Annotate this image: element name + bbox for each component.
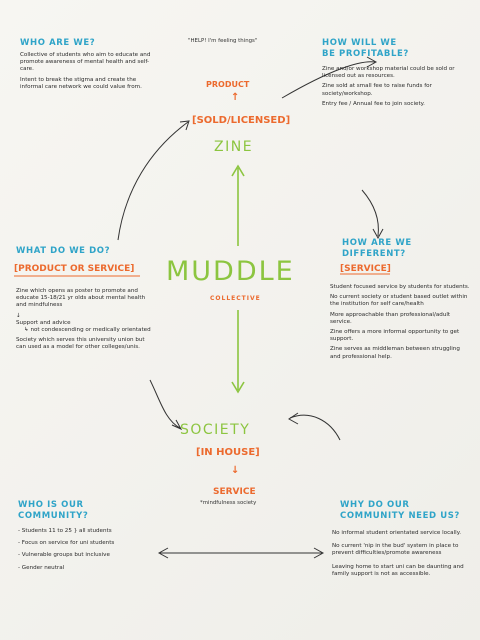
society-title: SOCIETY (180, 422, 251, 438)
what-do-we-do-p2: Support and advice (16, 319, 71, 326)
zine-title: ZINE (214, 139, 254, 155)
what-do-we-do-arrow: ↓ (16, 312, 21, 319)
profitable-heading: HOW WILL WE BE PROFITABLE? (322, 38, 409, 60)
mindfulness-note: *mindfulness society (200, 500, 257, 506)
community-heading: WHO IS OUR COMMUNITY? (18, 500, 88, 522)
what-do-we-do-heading: WHAT DO WE DO? (16, 246, 111, 256)
different-p1: Student focused service by students for … (330, 284, 470, 290)
why-need-heading: WHY DO OUR COMMUNITY NEED US? (340, 500, 460, 522)
service-arrow: ↓ (231, 465, 240, 476)
why-need-p2: No current 'nip in the bud' system in pl… (332, 543, 459, 557)
why-need-text: No informal student orientated service l… (332, 530, 472, 581)
what-do-we-do-p2b: ↳ not condescending or medically orienta… (24, 327, 151, 334)
community-heading-line1: WHO IS OUR (18, 500, 84, 510)
different-heading-line2: DIFFERENT? (342, 249, 406, 259)
profitable-p1: Zine and/or workshop material could be s… (322, 66, 455, 80)
service-tag: [SERVICE] (340, 264, 391, 274)
community-item-3: - Vulnerable groups but inclusive (18, 552, 110, 559)
in-house-tag: [IN HOUSE] (196, 447, 260, 458)
why-need-heading-line1: WHY DO OUR (340, 500, 410, 510)
different-p4: Zine offers a more informal opportunity … (330, 329, 460, 343)
muddle-title: MUDDLE (166, 256, 295, 287)
community-list: - Students 11 to 25 } all students - Foc… (18, 528, 168, 575)
service-label: SERVICE (213, 487, 256, 497)
profitable-heading-line1: HOW WILL WE (322, 38, 397, 48)
community-item-4: - Gender neutral (18, 564, 65, 571)
who-are-we-heading: WHO ARE WE? (20, 38, 96, 48)
why-need-p3: Leaving home to start uni can be dauntin… (332, 563, 464, 577)
different-text: Student focused service by students for … (330, 284, 470, 364)
different-p3: More approachable than professional/adul… (330, 311, 451, 325)
profitable-p2: Zine sold at small fee to raise funds fo… (322, 83, 432, 97)
sold-licensed-tag: [SOLD/LICENSED] (192, 115, 291, 126)
community-item-1: - Students 11 to 25 } all students (18, 528, 112, 534)
different-p2: No current society or student based outl… (330, 294, 468, 308)
collective-subtitle: COLLECTIVE (210, 295, 261, 302)
different-heading-line1: HOW ARE WE (342, 238, 412, 248)
who-are-we-p1: Collective of students who aim to educat… (20, 52, 151, 73)
why-need-p1: No informal student orientated service l… (332, 530, 461, 536)
what-do-we-do-text: Zine which opens as poster to promote an… (16, 288, 156, 355)
product-or-service-tag: [PRODUCT OR SERVICE] (14, 264, 135, 274)
what-do-we-do-p3: Society which serves this university uni… (16, 337, 145, 351)
who-are-we-text: Collective of students who aim to educat… (20, 52, 160, 94)
who-are-we-p2: Intent to break the stigma and create th… (20, 76, 142, 90)
profitable-p3: Entry fee / Annual fee to join society. (322, 100, 425, 107)
different-p5: Zine serves as middleman between struggl… (330, 346, 460, 360)
profitable-heading-line2: BE PROFITABLE? (322, 49, 409, 59)
product-arrow: ↑ (231, 92, 240, 103)
different-heading: HOW ARE WE DIFFERENT? (342, 238, 412, 260)
why-need-heading-line2: COMMUNITY NEED US? (340, 511, 460, 521)
product-label: PRODUCT (206, 80, 250, 89)
community-item-2: - Focus on service for uni students (18, 540, 115, 547)
profitable-text: Zine and/or workshop material could be s… (322, 66, 462, 111)
community-heading-line2: COMMUNITY? (18, 511, 89, 521)
top-quote: "HELP! I'm feeling things" (188, 38, 258, 44)
what-do-we-do-p1: Zine which opens as poster to promote an… (16, 288, 146, 309)
